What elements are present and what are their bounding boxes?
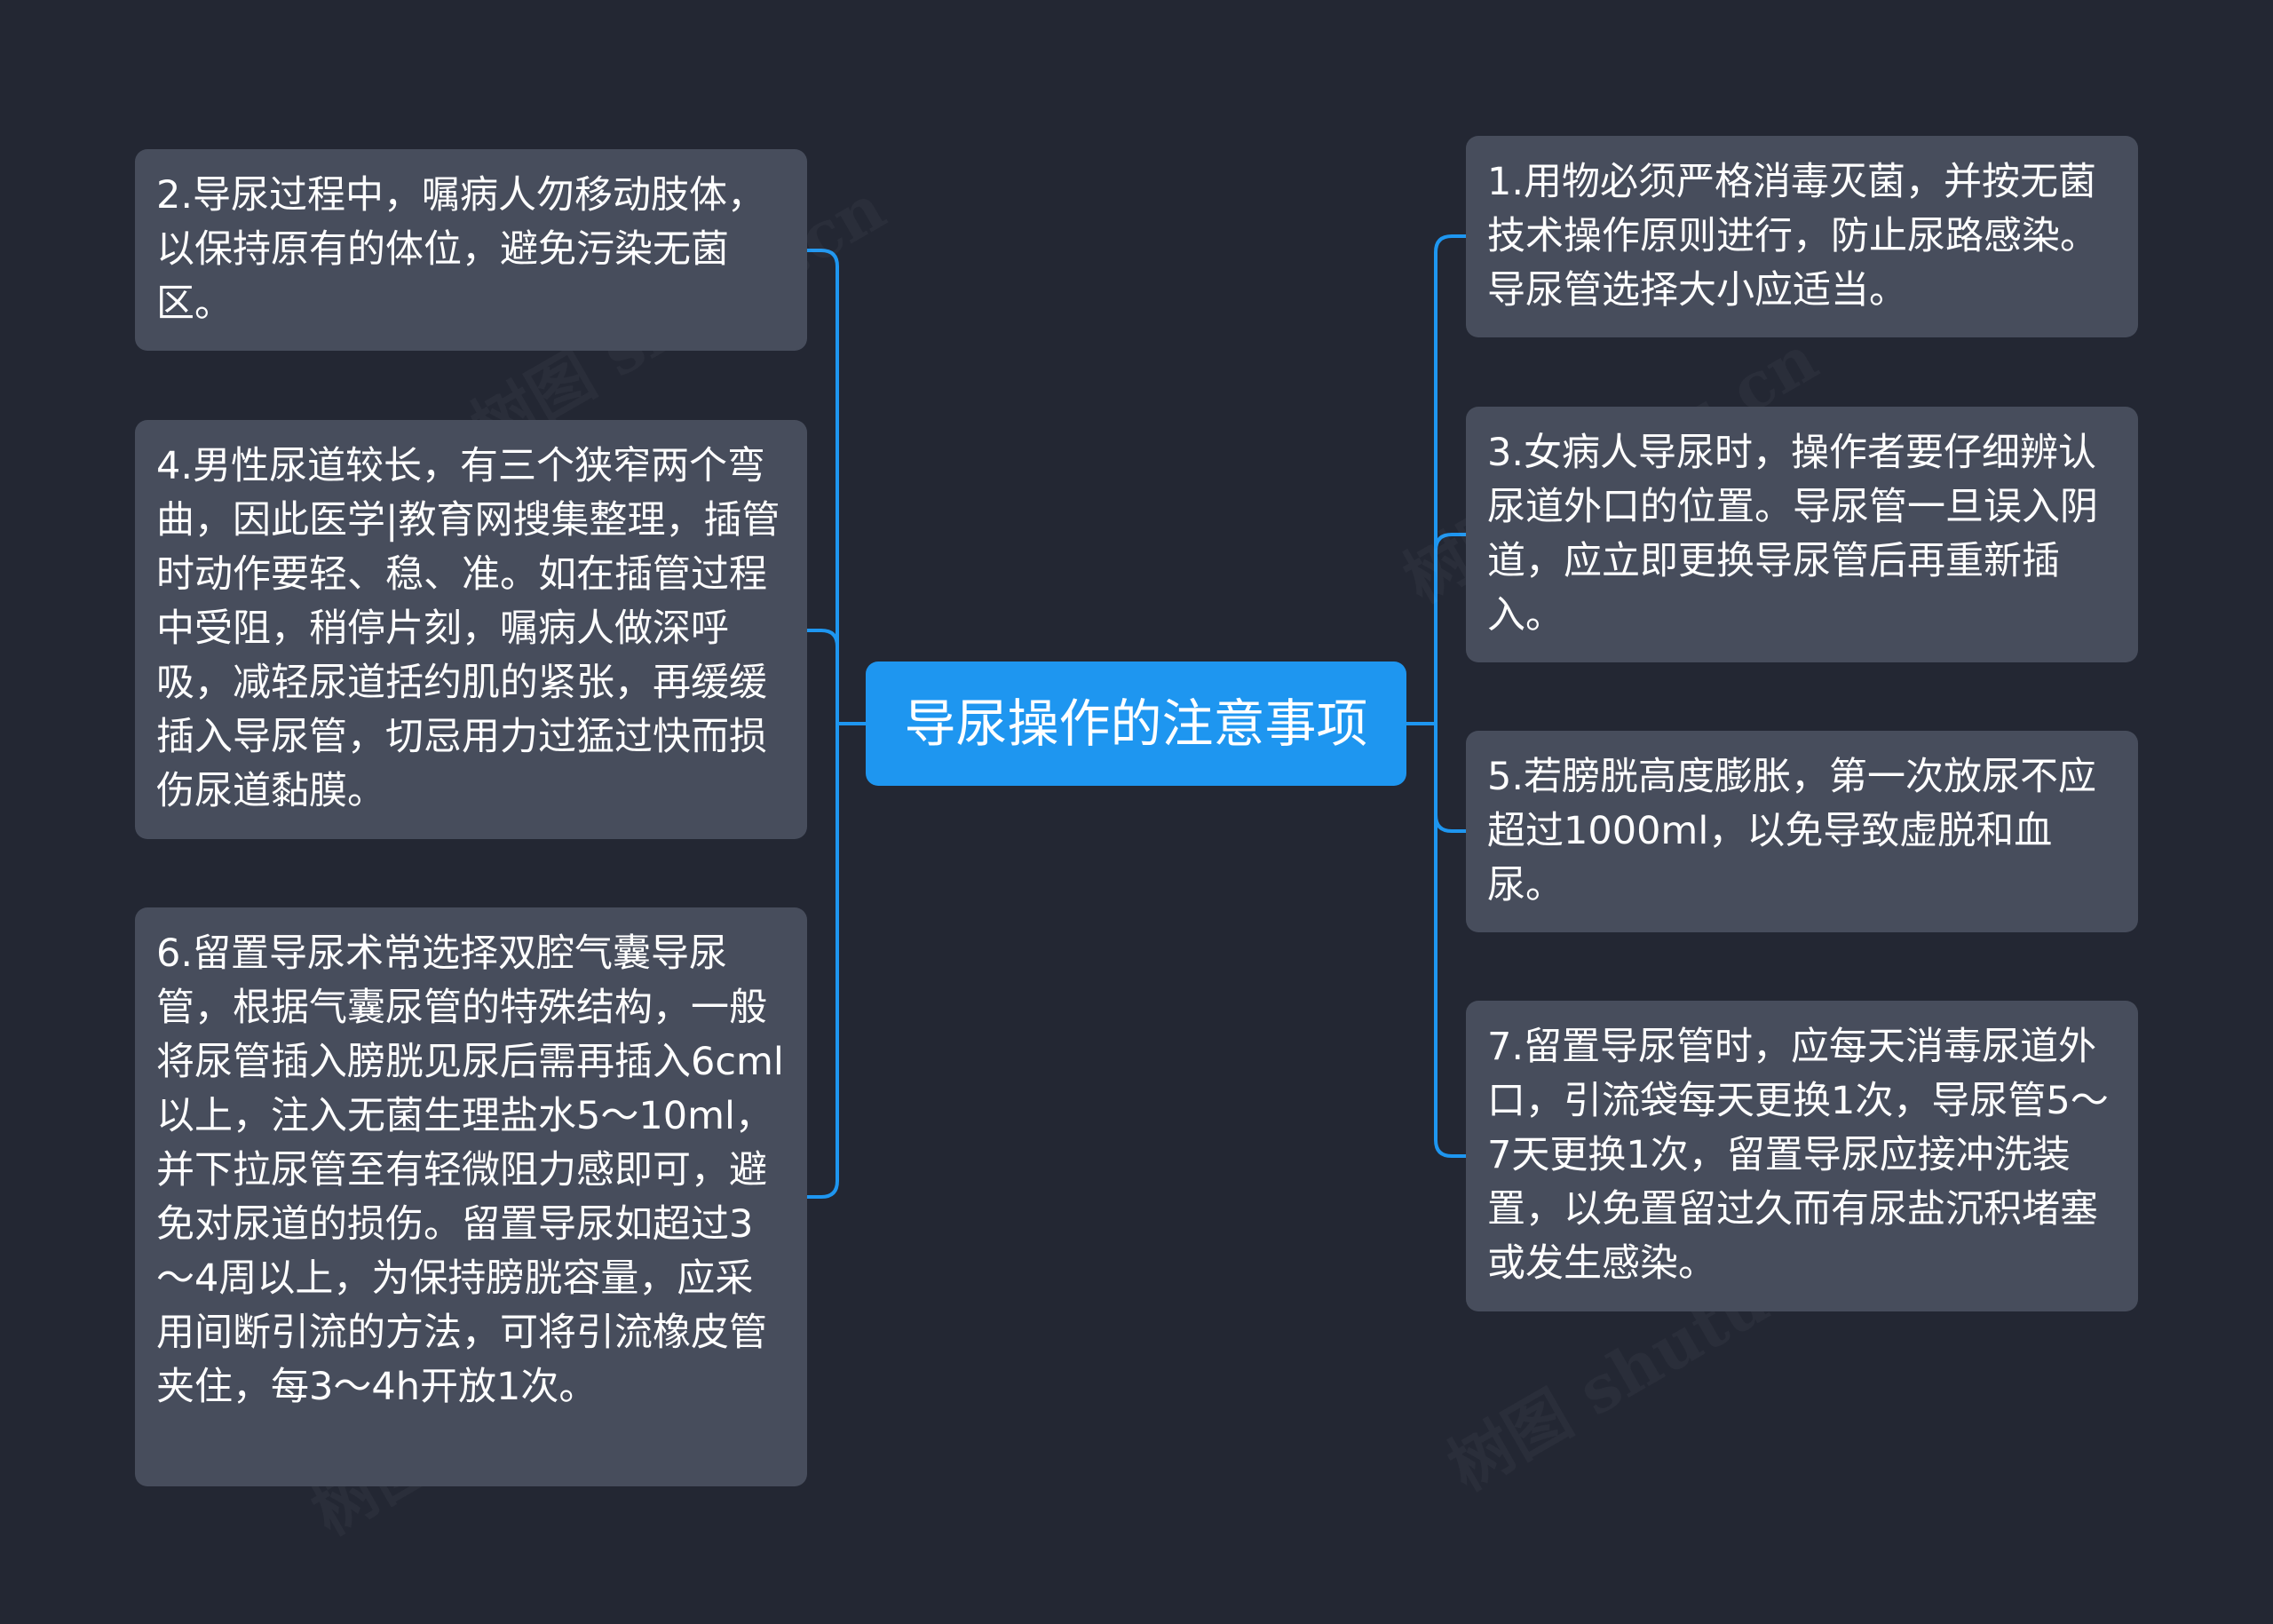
topic-node-7[interactable]: 7.留置导尿管时，应每天消毒尿道外口，引流袋每天更换1次，导尿管5～7天更换1次… [1466, 1001, 2138, 1311]
connector-right-node-5 [1434, 724, 1466, 833]
topic-node-2[interactable]: 2.导尿过程中，嘱病人勿移动肢体，以保持原有的体位，避免污染无菌区。 [135, 149, 807, 351]
connector-left-node-4 [807, 629, 839, 724]
connector-left-node-2 [807, 249, 839, 724]
connector-right-node-1 [1434, 234, 1466, 724]
topic-node-2-text: 2.导尿过程中，嘱病人勿移动肢体，以保持原有的体位，避免污染无菌区。 [156, 173, 766, 326]
topic-node-6-text: 6.留置导尿术常选择双腔气囊导尿管，根据气囊尿管的特殊结构，一般将尿管插入膀胱见… [156, 931, 784, 1409]
topic-node-6[interactable]: 6.留置导尿术常选择双腔气囊导尿管，根据气囊尿管的特殊结构，一般将尿管插入膀胱见… [135, 907, 807, 1486]
connector-right-node-7 [1434, 724, 1466, 1158]
topic-node-3[interactable]: 3.女病人导尿时，操作者要仔细辨认尿道外口的位置。导尿管一旦误入阴道，应立即更换… [1466, 407, 2138, 662]
topic-node-4-text: 4.男性尿道较长，有三个狭窄两个弯曲，因此医学|教育网搜集整理，插管时动作要轻、… [156, 444, 780, 813]
topic-node-7-text: 7.留置导尿管时，应每天消毒尿道外口，引流袋每天更换1次，导尿管5～7天更换1次… [1487, 1025, 2109, 1286]
connector-left-node-6 [807, 724, 839, 1199]
topic-node-4[interactable]: 4.男性尿道较长，有三个狭窄两个弯曲，因此医学|教育网搜集整理，插管时动作要轻、… [135, 420, 807, 839]
topic-node-3-text: 3.女病人导尿时，操作者要仔细辨认尿道外口的位置。导尿管一旦误入阴道，应立即更换… [1487, 431, 2098, 638]
topic-node-1[interactable]: 1.用物必须严格消毒灭菌，并按无菌技术操作原则进行，防止尿路感染。导尿管选择大小… [1466, 136, 2138, 337]
root-topic[interactable]: 导尿操作的注意事项 [866, 661, 1406, 786]
topic-node-5-text: 5.若膀胱高度膨胀，第一次放尿不应超过1000ml，以免导致虚脱和血尿。 [1487, 755, 2097, 907]
topic-node-5[interactable]: 5.若膀胱高度膨胀，第一次放尿不应超过1000ml，以免导致虚脱和血尿。 [1466, 731, 2138, 932]
connector-right-node-3 [1434, 533, 1466, 724]
topic-node-1-text: 1.用物必须严格消毒灭菌，并按无菌技术操作原则进行，防止尿路感染。导尿管选择大小… [1487, 160, 2098, 313]
root-topic-label: 导尿操作的注意事项 [904, 693, 1368, 754]
